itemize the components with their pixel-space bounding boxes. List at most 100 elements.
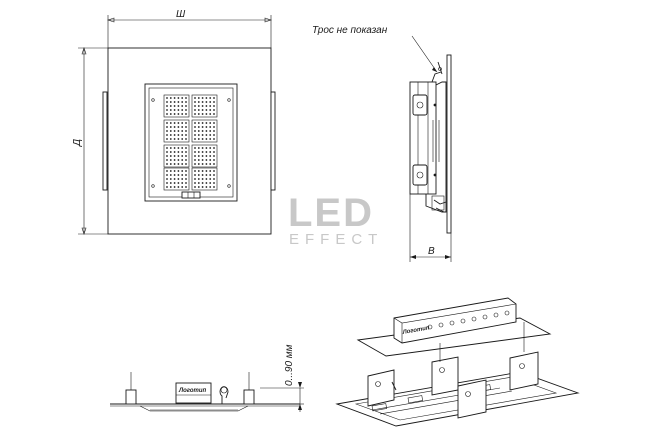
- led-chip: [166, 105, 168, 107]
- led-chip: [166, 163, 168, 165]
- led-chip: [181, 97, 184, 99]
- led-chip: [201, 163, 204, 165]
- led-chip: [181, 151, 184, 153]
- led-chip: [185, 130, 187, 132]
- led-chip: [173, 113, 176, 115]
- led-chip: [209, 182, 212, 184]
- led-chip: [209, 109, 212, 111]
- bracket-center: [431, 356, 459, 396]
- led-chip: [166, 97, 168, 99]
- led-chip: [166, 186, 168, 188]
- led-module: [191, 94, 218, 118]
- led-chip: [201, 151, 204, 153]
- led-chip: [194, 134, 196, 136]
- led-chip: [201, 122, 204, 124]
- led-chip: [213, 178, 215, 180]
- led-chip: [209, 134, 212, 136]
- left-clip: [102, 91, 108, 191]
- led-chip: [197, 155, 200, 157]
- led-chip: [205, 105, 208, 107]
- led-chip: [213, 155, 215, 157]
- led-chip: [209, 130, 212, 132]
- led-chip: [213, 122, 215, 124]
- led-chip: [213, 109, 215, 111]
- led-chip: [177, 113, 180, 115]
- led-chip: [209, 163, 212, 165]
- led-chip: [177, 155, 180, 157]
- led-chip: [213, 130, 215, 132]
- label-plate: [181, 191, 201, 199]
- led-chip: [201, 101, 204, 103]
- led-chip: [169, 151, 172, 153]
- led-module: [163, 119, 190, 143]
- led-chip: [205, 178, 208, 180]
- led-chip: [181, 134, 184, 136]
- led-chip: [213, 186, 215, 188]
- led-chip: [185, 174, 187, 176]
- led-chip: [197, 159, 200, 161]
- led-chip: [194, 101, 196, 103]
- led-chip: [181, 147, 184, 149]
- inner-frame: [144, 83, 238, 202]
- led-chip: [213, 170, 215, 172]
- led-chip: [169, 147, 172, 149]
- led-chip: [201, 182, 204, 184]
- led-chip: [166, 101, 168, 103]
- led-chip: [185, 163, 187, 165]
- front-view: Ш Д: [72, 9, 276, 235]
- led-chip: [201, 170, 204, 172]
- led-chip: [185, 138, 187, 140]
- led-module: [191, 144, 218, 168]
- led-chip: [166, 178, 168, 180]
- installation-section: Логотип 0...90 мм: [110, 344, 304, 412]
- led-chip: [209, 151, 212, 153]
- length-label: Д: [72, 139, 83, 147]
- led-chip: [197, 101, 200, 103]
- led-chip: [209, 97, 212, 99]
- led-chip: [209, 174, 212, 176]
- driver-box: [175, 382, 212, 404]
- led-module: [191, 167, 218, 191]
- led-chip: [181, 122, 184, 124]
- led-chip: [166, 113, 168, 115]
- led-chip: [201, 109, 204, 111]
- outer-panel: [107, 47, 272, 235]
- led-module: [163, 94, 190, 118]
- led-chip: [201, 97, 204, 99]
- led-chip: [197, 147, 200, 149]
- driver-hole: [482, 314, 488, 320]
- led-chip: [177, 147, 180, 149]
- led-chip: [166, 134, 168, 136]
- watermark: LED EFFECT: [288, 191, 377, 248]
- led-chip: [194, 122, 196, 124]
- led-chip: [173, 105, 176, 107]
- led-modules: [163, 94, 218, 191]
- led-chip: [181, 113, 184, 115]
- led-chip: [173, 174, 176, 176]
- led-chip: [194, 186, 196, 188]
- led-chip: [209, 159, 212, 161]
- led-chip: [194, 178, 196, 180]
- led-chip: [181, 159, 184, 161]
- led-chip: [194, 105, 196, 107]
- led-chip: [185, 126, 187, 128]
- led-chip: [205, 97, 208, 99]
- led-chip: [213, 151, 215, 153]
- led-chip: [201, 113, 204, 115]
- led-chip: [166, 122, 168, 124]
- led-chip: [194, 182, 196, 184]
- led-chip: [169, 122, 172, 124]
- led-chip: [177, 97, 180, 99]
- led-chip: [194, 109, 196, 111]
- led-chip: [201, 134, 204, 136]
- led-chip: [185, 134, 187, 136]
- led-chip: [173, 147, 176, 149]
- led-chip: [213, 138, 215, 140]
- led-chip: [209, 170, 212, 172]
- driver-hole: [471, 316, 477, 322]
- led-chip: [205, 163, 208, 165]
- led-chip: [169, 134, 172, 136]
- watermark-main: LED: [288, 191, 374, 235]
- led-chip: [185, 105, 187, 107]
